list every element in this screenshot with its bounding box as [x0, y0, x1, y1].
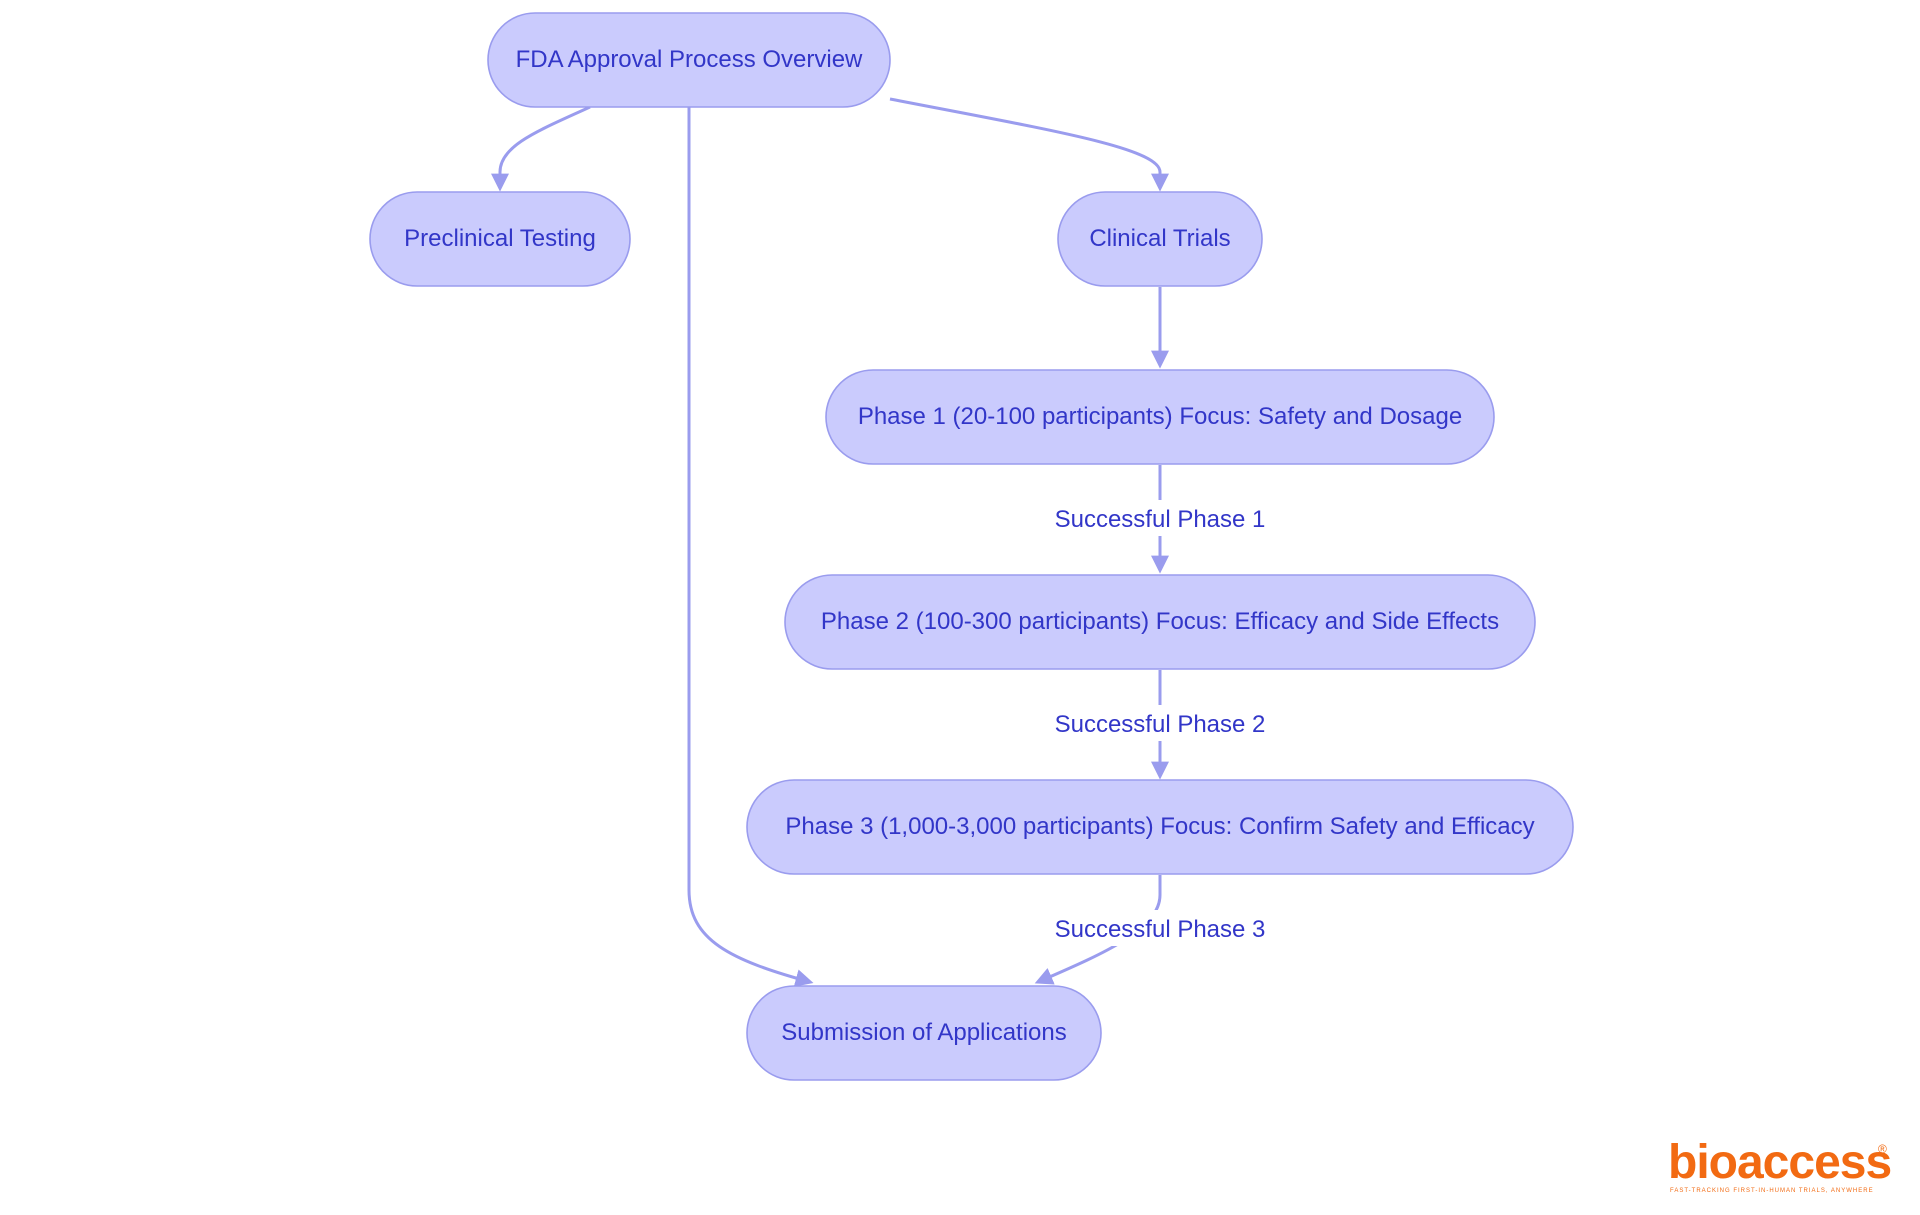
edge-label-phase1-text: Successful Phase 1	[1055, 506, 1266, 533]
node-submission-label: Submission of Applications	[781, 1019, 1067, 1046]
node-phase3-label: Phase 3 (1,000-3,000 participants) Focus…	[785, 813, 1534, 840]
logo-registered-mark: ®	[1878, 1142, 1887, 1156]
node-phase3: Phase 3 (1,000-3,000 participants) Focus…	[746, 779, 1574, 875]
edge-label-phase3: Successful Phase 3	[1050, 910, 1270, 946]
node-overview: FDA Approval Process Overview	[487, 12, 891, 108]
edge-overview-to-submission	[687, 107, 814, 987]
bioaccess-logo: bioaccess ® FAST-TRACKING FIRST-IN-HUMAN…	[1668, 1136, 1892, 1198]
node-overview-label: FDA Approval Process Overview	[516, 46, 863, 73]
edge-label-phase2: Successful Phase 2	[1050, 705, 1270, 741]
edge-label-phase1: Successful Phase 1	[1050, 500, 1270, 536]
node-clinical-label: Clinical Trials	[1089, 225, 1230, 252]
node-preclinical-label: Preclinical Testing	[404, 225, 596, 252]
node-phase1: Phase 1 (20-100 participants) Focus: Saf…	[825, 369, 1495, 465]
logo-tagline: FAST-TRACKING FIRST-IN-HUMAN TRIALS, ANY…	[1670, 1188, 1874, 1194]
node-phase2-label: Phase 2 (100-300 participants) Focus: Ef…	[821, 608, 1499, 635]
edge-overview-to-clinical	[889, 97, 1169, 192]
edge-overview-to-preclinical	[491, 105, 591, 192]
node-phase2: Phase 2 (100-300 participants) Focus: Ef…	[784, 574, 1536, 670]
node-submission: Submission of Applications	[746, 985, 1102, 1081]
node-clinical: Clinical Trials	[1057, 191, 1263, 287]
node-phase1-label: Phase 1 (20-100 participants) Focus: Saf…	[858, 403, 1462, 430]
edge-label-phase3-text: Successful Phase 3	[1055, 916, 1266, 943]
edge-label-phase2-text: Successful Phase 2	[1055, 711, 1266, 738]
logo-wordmark: bioaccess	[1668, 1136, 1892, 1189]
node-preclinical: Preclinical Testing	[369, 191, 631, 287]
